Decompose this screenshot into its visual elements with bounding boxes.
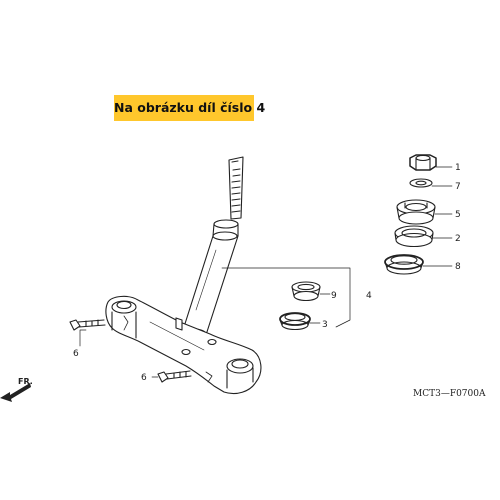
race-2[interactable] — [394, 225, 434, 248]
steering-stem[interactable] — [181, 156, 244, 340]
upper-bearing-8[interactable] — [384, 254, 424, 275]
callout-6-lower[interactable]: 6 — [141, 373, 147, 383]
callout-4[interactable]: 4 — [366, 291, 372, 301]
washer-7[interactable] — [409, 178, 433, 188]
direction-label: FR. — [18, 377, 33, 386]
part-highlight-banner: Na obrázku díl číslo 4 — [114, 95, 265, 121]
adjusting-nut-5[interactable] — [396, 199, 436, 225]
callout-7[interactable]: 7 — [455, 182, 461, 192]
callout-8[interactable]: 8 — [455, 262, 461, 272]
bolt-6-lower[interactable] — [157, 370, 192, 383]
callout-2[interactable]: 2 — [455, 234, 461, 244]
bolt-6-left[interactable] — [69, 319, 106, 331]
callout-1[interactable]: 1 — [455, 163, 461, 173]
callout-9[interactable]: 9 — [331, 291, 337, 301]
diagram-code: MCT3—F0700A — [413, 389, 486, 399]
callout-3[interactable]: 3 — [322, 320, 328, 330]
front-direction-arrow: FR. — [0, 377, 33, 402]
lower-bearing-3[interactable] — [279, 312, 311, 331]
bottom-bridge[interactable] — [105, 295, 262, 395]
callout-6-left[interactable]: 6 — [73, 349, 79, 359]
dust-seal-9[interactable] — [291, 281, 321, 302]
nut-1[interactable] — [409, 154, 437, 171]
callout-5[interactable]: 5 — [455, 210, 461, 220]
